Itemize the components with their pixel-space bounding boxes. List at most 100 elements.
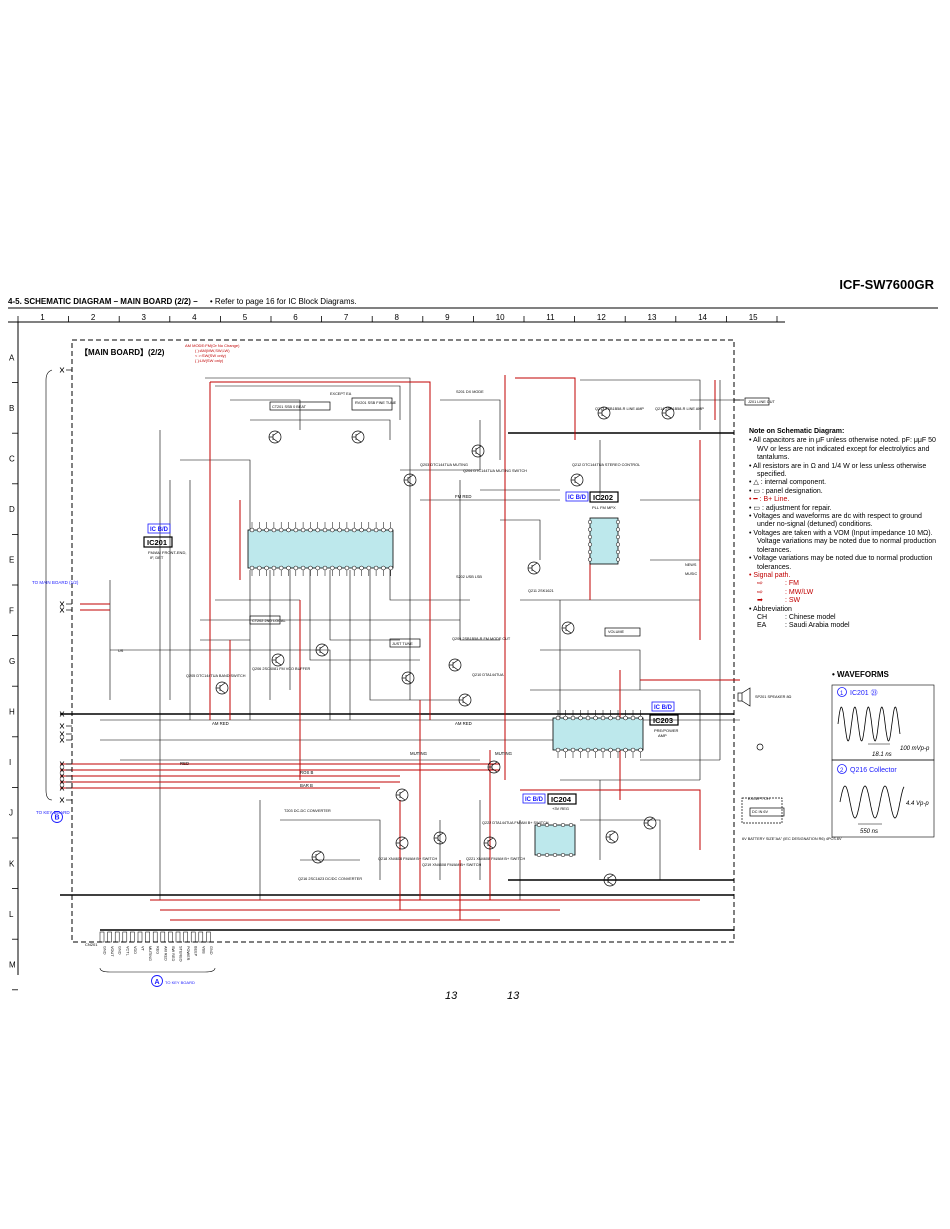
svg-text:GND: GND [118, 946, 122, 955]
column-label-12: 12 [597, 313, 606, 322]
column-label-7: 7 [344, 313, 349, 322]
svg-text:CT201 SSB 0 BEAT: CT201 SSB 0 BEAT [272, 405, 307, 409]
note-item: • Voltages are taken with a VOM (Input i… [749, 529, 937, 554]
svg-text:Q205 DTC144TUA BAND SWITCH: Q205 DTC144TUA BAND SWITCH [186, 674, 246, 678]
row-label-L: L [9, 910, 14, 919]
ic202-pins [587, 519, 621, 562]
column-label-6: 6 [293, 313, 298, 322]
row-label-H: H [9, 708, 15, 717]
page-number-left: 13 [445, 990, 458, 1002]
heading-reference: • Refer to page 16 for IC Block Diagrams… [209, 297, 357, 306]
ic204-pins [536, 822, 574, 858]
column-label-13: 13 [648, 313, 657, 322]
svg-text:T203 DC-DC CONVERTER: T203 DC-DC CONVERTER [284, 809, 331, 813]
svg-text:NEWS: NEWS [685, 563, 697, 567]
abbr-ch: CH: Chinese model [757, 613, 836, 621]
svg-text:+3V REG: +3V REG [552, 806, 569, 811]
page-number-right: 13 [507, 990, 520, 1002]
row-label-J: J [9, 809, 13, 818]
svg-text:SP201 SPEAKER 8Ω: SP201 SPEAKER 8Ω [755, 695, 792, 699]
svg-text:JUST TUNE: JUST TUNE [392, 642, 413, 646]
transistors [215, 406, 675, 887]
svg-text:Q219 XN4608 FM/AM B+ SWITCH: Q219 XN4608 FM/AM B+ SWITCH [422, 863, 481, 867]
row-label-M: M [9, 961, 16, 970]
svg-text:< >:SW(SW only): < >:SW(SW only) [195, 353, 227, 358]
ic201-ref: IC201 [147, 538, 167, 547]
svg-text:Q213 2SB1B58-R LINE AMP: Q213 2SB1B58-R LINE AMP [595, 407, 644, 411]
signal-paths [60, 375, 740, 921]
svg-text:EXCEPT CH: EXCEPT CH [748, 797, 770, 801]
column-label-4: 4 [192, 313, 197, 322]
column-ticks [17, 316, 778, 322]
svg-text:GND: GND [209, 946, 213, 955]
svg-text:Q218 XN4608 FM/AM B+ SWITCH: Q218 XN4608 FM/AM B+ SWITCH [378, 857, 437, 861]
column-label-8: 8 [395, 313, 400, 322]
svg-text:AMP: AMP [658, 733, 667, 738]
ic203-ref: IC203 [653, 716, 673, 725]
ic204-body [534, 824, 576, 856]
to-main-label: TO MAIN BOARD (1/2) [32, 580, 79, 585]
waveform-2: 2 Q216 Collector 4.4 Vp-p 550 ns [831, 759, 935, 838]
svg-text:PRE/POWER: PRE/POWER [654, 728, 679, 733]
svg-text:RV201 SSB FINE TUNE: RV201 SSB FINE TUNE [355, 401, 397, 405]
svg-text:S201 DX MODE: S201 DX MODE [456, 390, 484, 394]
board-label: 【MAIN BOARD】(2/2) [80, 347, 165, 357]
svg-text:ROS B: ROS B [300, 770, 314, 775]
left-terminals [59, 367, 72, 803]
svg-text:18.1 ns: 18.1 ns [872, 752, 892, 758]
row-label-D: D [9, 505, 15, 514]
note-item: • All capacitors are in μF unless otherw… [749, 437, 936, 462]
svg-text:FM RED: FM RED [455, 494, 471, 499]
svg-text:VDD: VDD [133, 946, 137, 954]
svg-text:VOUT: VOUT [110, 946, 114, 957]
ic203-pins [555, 710, 643, 758]
column-label-3: 3 [142, 313, 147, 322]
svg-text:S202 USB LSB: S202 USB LSB [456, 575, 482, 579]
waveform-1: 1 IC201 ㉓ 100 mVp-p 18.1 ns [831, 684, 935, 761]
column-label-15: 15 [749, 313, 758, 322]
svg-text:J201 LINE OUT: J201 LINE OUT [748, 400, 775, 404]
right-outputs [734, 399, 783, 824]
svg-text:B: B [55, 815, 60, 822]
note-item: • All resistors are in Ω and 1/4 W or le… [749, 462, 927, 479]
component-labels: Q213 2SB1B58-R LINE AMP Q214 2SB1B58-R L… [118, 390, 842, 881]
column-label-11: 11 [546, 313, 555, 322]
svg-text:Q204 DTC144TUA MUTING SWITCH: Q204 DTC144TUA MUTING SWITCH [463, 469, 527, 473]
waveform-2-trace [839, 785, 905, 819]
svg-text:POWER: POWER [186, 946, 190, 961]
svg-text:STEREO: STEREO [179, 946, 183, 962]
board-outline [71, 339, 735, 943]
signal-path-mwlw: ⇨: MW/LW [757, 588, 814, 596]
svg-text:Q214 2SB1B58-R LINE AMP: Q214 2SB1B58-R LINE AMP [655, 407, 704, 411]
to-key-b: TO KEY BOARD B [36, 810, 70, 823]
svg-text:Q212 DTC144TUA STEREO CONTROL: Q212 DTC144TUA STEREO CONTROL [572, 463, 640, 467]
ic201-body [247, 529, 394, 569]
row-label-E: E [9, 556, 14, 565]
schematic-notes: Note on Schematic Diagram: • All capacit… [749, 428, 939, 631]
svg-text:PLL FM MPX: PLL FM MPX [592, 505, 616, 510]
svg-text:Q209 2SB1B58-R FM MODE CUT: Q209 2SB1B58-R FM MODE CUT [452, 637, 511, 641]
svg-text:Q216 2SC1623 DC/DC CONVERTER: Q216 2SC1623 DC/DC CONVERTER [298, 877, 362, 881]
svg-text:MUSIC: MUSIC [685, 572, 697, 576]
svg-text:VBB: VBB [201, 946, 205, 954]
svg-text:TO MAIN BOARD (1/2): TO MAIN BOARD (1/2) [32, 580, 79, 585]
svg-text:AM MODE:FM(Or No Change): AM MODE:FM(Or No Change) [185, 343, 240, 348]
svg-text:Q221 XN4608 FM/AM B+ SWITCH: Q221 XN4608 FM/AM B+ SWITCH [466, 857, 525, 861]
row-label-I: I [9, 758, 11, 767]
svg-text:6V BATTERY SIZE"AA" (IEC DESIG: 6V BATTERY SIZE"AA" (IEC DESIGNATION R6)… [742, 837, 842, 841]
row-label-K: K [9, 859, 15, 868]
ic204-ref: IC204 [551, 795, 572, 804]
signal-labels: FM RED AM RED AM RED RED MUTING MUTING R… [180, 494, 513, 788]
svg-text:TO KEY BOARD: TO KEY BOARD [165, 980, 195, 985]
row-label-A: A [9, 353, 15, 362]
svg-text:US: US [118, 649, 124, 653]
wiring [100, 377, 740, 900]
ic204-badge: IC B/D [525, 797, 544, 803]
column-label-5: 5 [243, 313, 248, 322]
svg-text:1: 1 [840, 691, 844, 697]
svg-text:Q203 DTC144TUA MUTING: Q203 DTC144TUA MUTING [420, 463, 468, 467]
svg-text:{ }:LW(SW only): { }:LW(SW only) [195, 358, 224, 363]
svg-text:GND: GND [103, 946, 107, 955]
column-label-14: 14 [698, 313, 707, 322]
